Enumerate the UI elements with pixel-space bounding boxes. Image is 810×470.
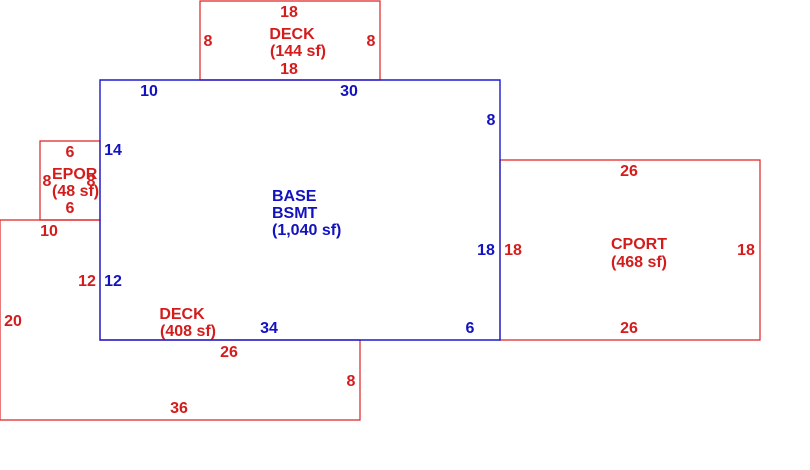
base-dim-top-left: 10: [140, 83, 158, 100]
deck-bottom-name: DECK: [159, 306, 205, 323]
deck-top-dim-top: 18: [280, 4, 298, 21]
base-outline[interactable]: [99, 79, 501, 341]
deck-bottom-dim-bottom: 36: [170, 400, 188, 417]
epor-dim-top: 6: [66, 144, 75, 161]
deck-bottom-area: (408 sf): [160, 323, 216, 340]
base-area: (1,040 sf): [272, 222, 341, 239]
cport-dim-bottom: 26: [620, 320, 638, 337]
deck-top-area: (144 sf): [270, 43, 326, 60]
cport-name: CPORT: [611, 236, 667, 253]
deck-bottom-dim-inner-bottom: 26: [220, 344, 238, 361]
deck-top-dim-left: 8: [204, 33, 213, 50]
base-dim-bottom-right: 6: [466, 320, 475, 337]
cport-dim-top: 26: [620, 163, 638, 180]
cport-dim-right: 18: [737, 242, 755, 259]
base-dim-left-upper: 14: [104, 142, 122, 159]
epor-dim-bottom: 6: [66, 200, 75, 217]
epor-area: (48 sf): [52, 183, 99, 200]
epor-dim-right: 8: [87, 173, 96, 190]
base-dim-bottom: 34: [260, 320, 278, 337]
deck-bottom-dim-top-left: 10: [40, 223, 58, 240]
base-dim-right-lower: 18: [477, 242, 495, 259]
cport-area: (468 sf): [611, 254, 667, 271]
deck-top-name: DECK: [269, 26, 315, 43]
base-name-2: BSMT: [272, 205, 318, 222]
cport-dim-left: 18: [504, 242, 522, 259]
deck-top-dim-bottom: 18: [280, 61, 298, 78]
deck-bottom-dim-step: 12: [78, 273, 96, 290]
deck-bottom-dim-left-outer: 20: [4, 313, 22, 330]
deck-bottom-dim-right: 8: [347, 373, 356, 390]
base-dim-right-upper: 8: [487, 112, 496, 129]
base-dim-left-lower: 12: [104, 273, 122, 290]
epor-name: EPOR: [52, 166, 98, 183]
base-name: BASE: [272, 188, 317, 205]
epor-dim-left: 8: [43, 173, 52, 190]
base-dim-top-right: 30: [340, 83, 358, 100]
deck-top-dim-right: 8: [367, 33, 376, 50]
